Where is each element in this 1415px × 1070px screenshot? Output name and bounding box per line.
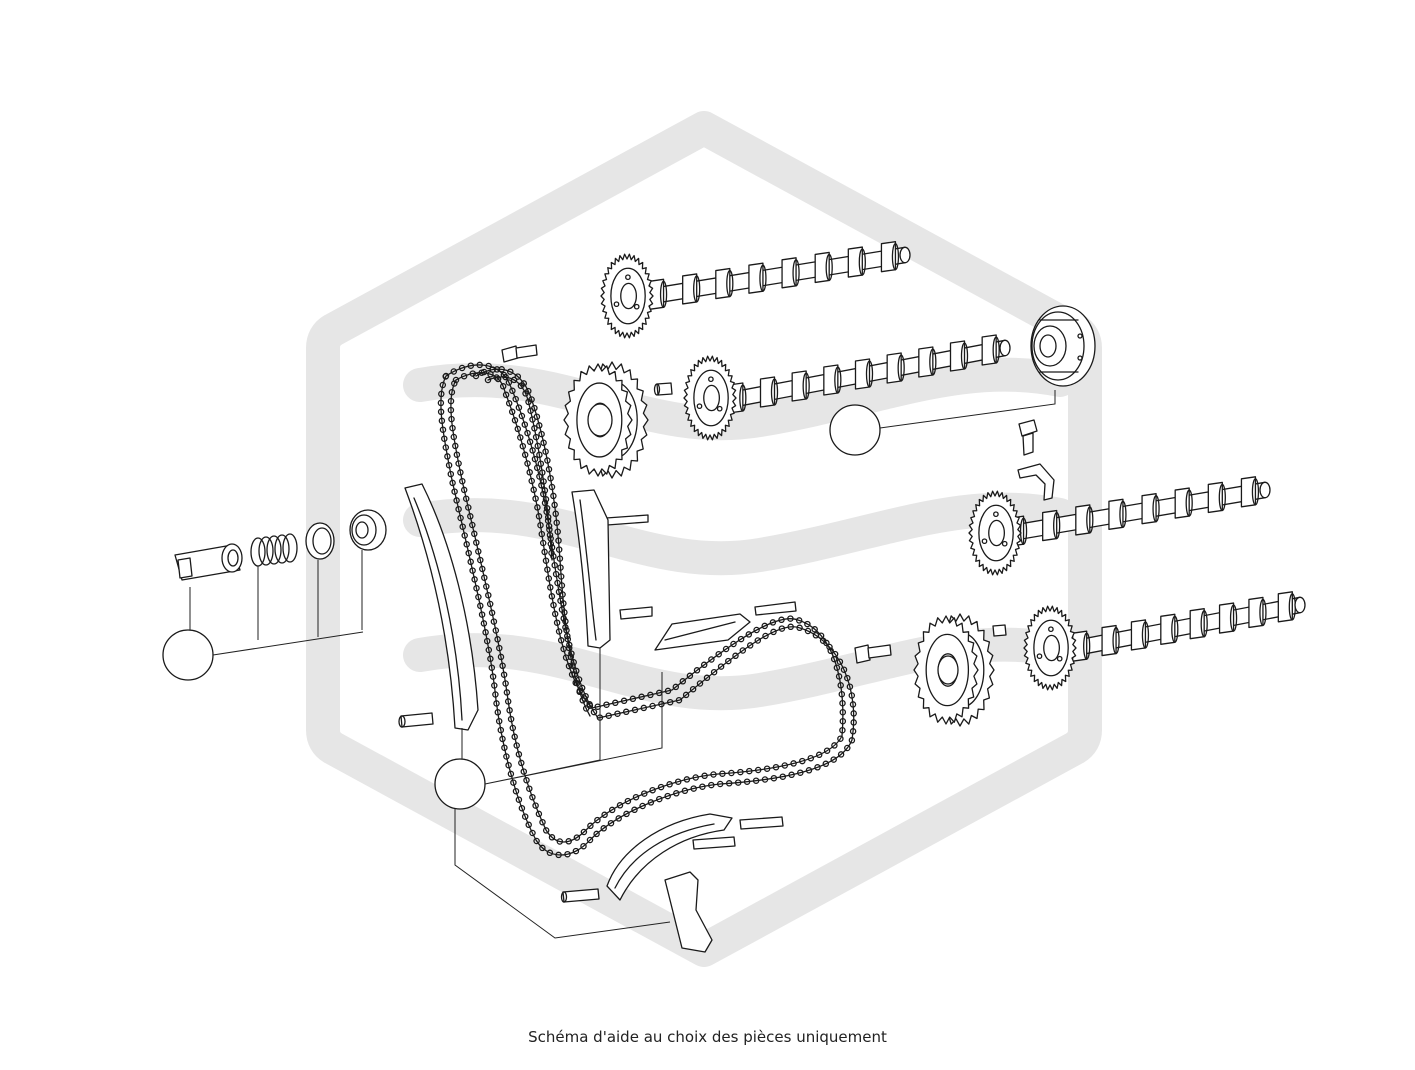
chain-tensioner [174, 543, 243, 581]
sealing-ring [305, 522, 335, 560]
camshaft-upper-right [719, 334, 1011, 414]
camshaft-upper-left [639, 241, 911, 310]
pin-bottom-3 [560, 888, 600, 903]
tensioner-plug [349, 509, 387, 551]
bolt-adjuster [1018, 419, 1038, 456]
bolt-upper [501, 344, 538, 363]
pin-bottom-1 [739, 816, 784, 830]
tensioner-rail-left [404, 483, 479, 731]
pin-right [754, 601, 797, 616]
pin-left [398, 712, 434, 728]
chain-guide-lower [606, 813, 733, 901]
bolt-lower [854, 644, 892, 664]
timing-chain-secondary [472, 366, 591, 717]
chain-tensioner-arm [664, 871, 713, 953]
pin-bottom-2 [692, 836, 736, 850]
pin-lower-right [992, 624, 1007, 637]
camshaft-lower-right [1064, 591, 1306, 662]
pin-upper [653, 382, 673, 396]
callout-circle-tensioner [162, 550, 364, 681]
callout-circle-guides [434, 648, 671, 939]
intermediate-sprocket-upper [563, 361, 649, 479]
bracket-clip [1017, 463, 1055, 501]
camshaft-adjuster [1030, 305, 1096, 387]
camshaft-gear-third [968, 490, 1022, 576]
intermediate-sprocket-lower [913, 613, 995, 727]
chain-guide-center [571, 489, 611, 649]
camshaft-gear-top [600, 253, 654, 339]
tensioner-spring [250, 533, 298, 567]
diagram-caption: Schéma d'aide au choix des pièces unique… [528, 1028, 887, 1046]
camshaft-gear-fourth [1023, 605, 1077, 691]
pin-middle [605, 514, 649, 526]
pin-guide [619, 606, 653, 620]
camshaft-gear-second [683, 355, 737, 441]
chain-guide-short [654, 613, 751, 651]
callout-circle-adjuster [829, 390, 1056, 456]
